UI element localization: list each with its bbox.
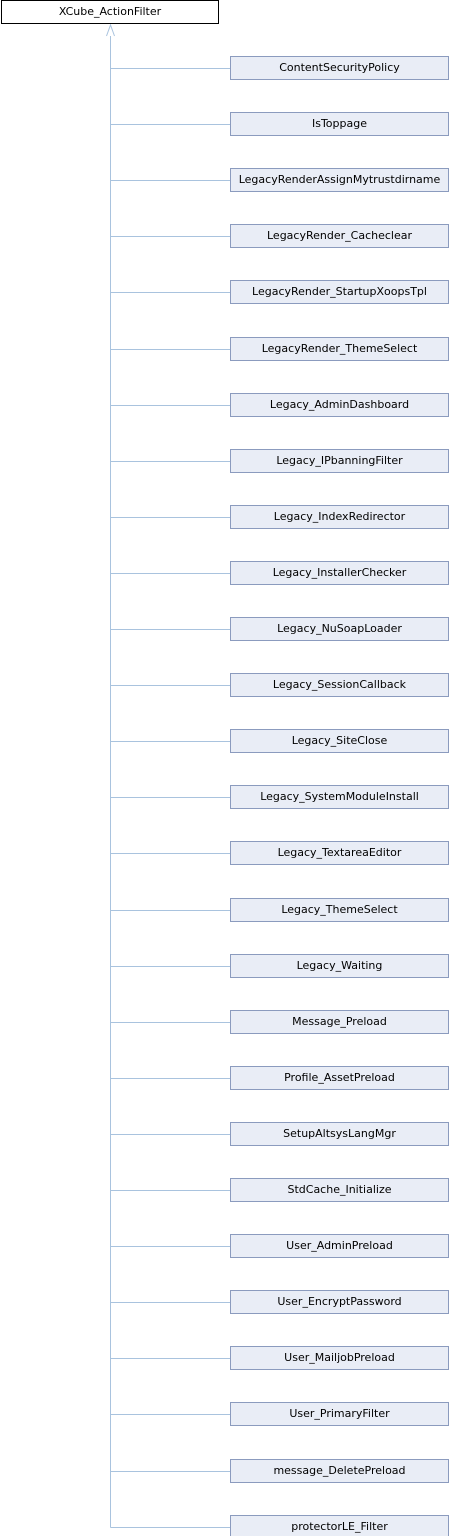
inheritance-arrowhead bbox=[106, 23, 115, 37]
derived-class-node[interactable]: LegacyRender_StartupXoopsTpl bbox=[230, 280, 449, 304]
derived-class-node[interactable]: IsToppage bbox=[230, 112, 449, 136]
derived-class-node[interactable]: ContentSecurityPolicy bbox=[230, 56, 449, 80]
derived-class-node[interactable]: Legacy_SessionCallback bbox=[230, 673, 449, 697]
derived-class-node[interactable]: User_AdminPreload bbox=[230, 1234, 449, 1258]
derived-class-node[interactable]: Message_Preload bbox=[230, 1010, 449, 1034]
derived-class-node[interactable]: User_EncryptPassword bbox=[230, 1290, 449, 1314]
derived-class-node[interactable]: Legacy_TextareaEditor bbox=[230, 841, 449, 865]
derived-class-node[interactable]: message_DeletePreload bbox=[230, 1459, 449, 1483]
derived-class-node[interactable]: Legacy_NuSoapLoader bbox=[230, 617, 449, 641]
derived-class-node[interactable]: Legacy_IPbanningFilter bbox=[230, 449, 449, 473]
derived-class-node[interactable]: Legacy_AdminDashboard bbox=[230, 393, 449, 417]
derived-class-node[interactable]: Profile_AssetPreload bbox=[230, 1066, 449, 1090]
derived-class-node[interactable]: Legacy_IndexRedirector bbox=[230, 505, 449, 529]
derived-class-node[interactable]: protectorLE_Filter bbox=[230, 1515, 449, 1536]
derived-class-node[interactable]: LegacyRenderAssignMytrustdirname bbox=[230, 168, 449, 192]
derived-class-node[interactable]: Legacy_ThemeSelect bbox=[230, 898, 449, 922]
derived-class-node[interactable]: User_PrimaryFilter bbox=[230, 1402, 449, 1426]
derived-class-node[interactable]: Legacy_Waiting bbox=[230, 954, 449, 978]
base-class-node[interactable]: XCube_ActionFilter bbox=[1, 0, 219, 24]
derived-class-node[interactable]: Legacy_SystemModuleInstall bbox=[230, 785, 449, 809]
derived-class-node[interactable]: LegacyRender_Cacheclear bbox=[230, 224, 449, 248]
derived-class-node[interactable]: SetupAltsysLangMgr bbox=[230, 1122, 449, 1146]
derived-class-node[interactable]: LegacyRender_ThemeSelect bbox=[230, 337, 449, 361]
derived-class-node[interactable]: Legacy_InstallerChecker bbox=[230, 561, 449, 585]
derived-class-node[interactable]: StdCache_Initialize bbox=[230, 1178, 449, 1202]
derived-class-node[interactable]: User_MailjobPreload bbox=[230, 1346, 449, 1370]
derived-class-node[interactable]: Legacy_SiteClose bbox=[230, 729, 449, 753]
